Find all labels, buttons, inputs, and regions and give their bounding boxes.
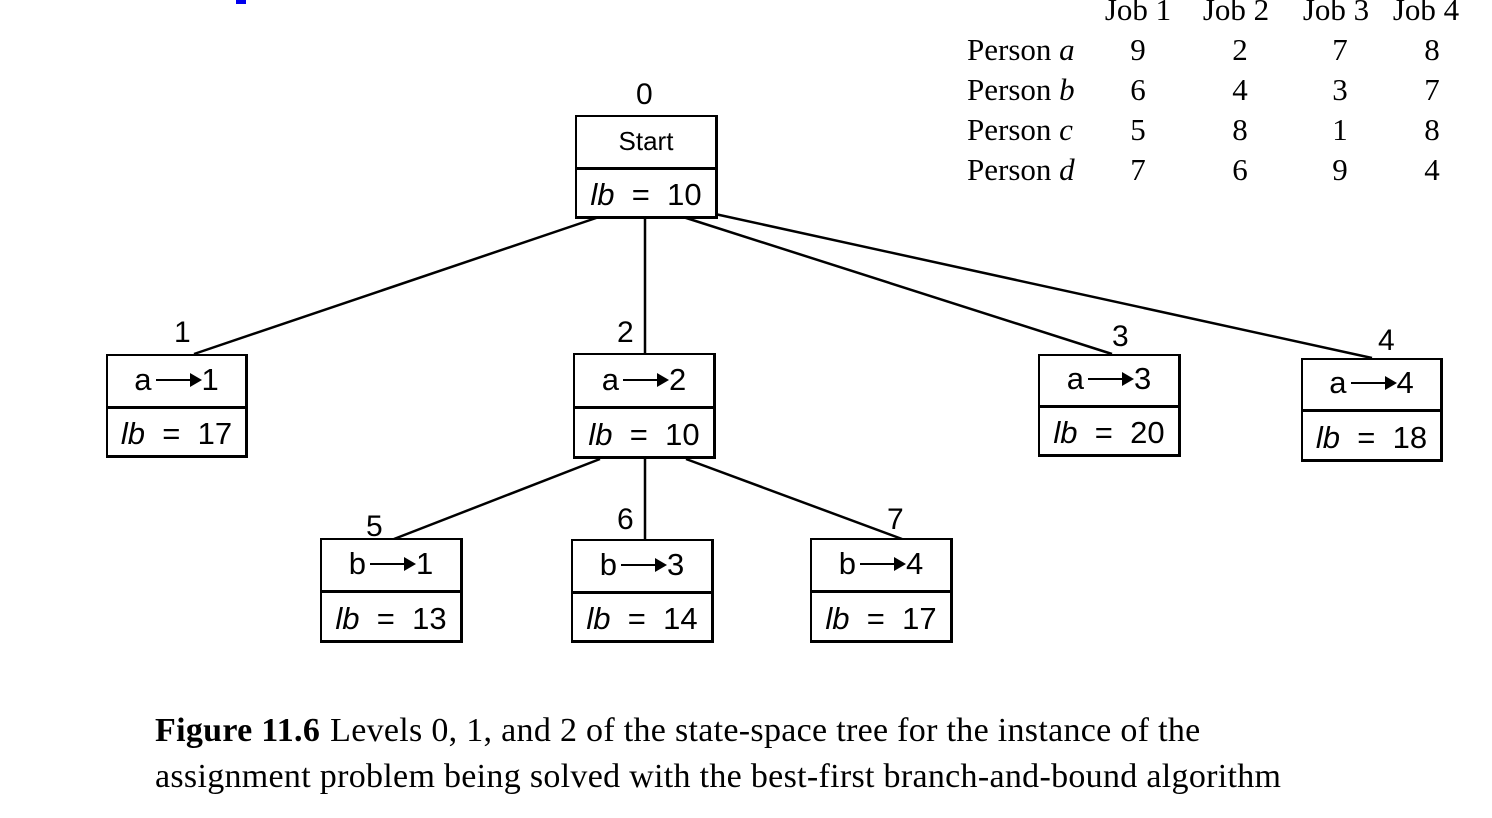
cost-cell: 4 <box>1232 72 1248 107</box>
row-label: Person b <box>967 72 1075 107</box>
node-number: 0 <box>636 78 653 111</box>
node-start-label: Start <box>618 126 674 156</box>
node-lower-bound: lb = 10 <box>577 167 715 221</box>
lb-label: lb <box>590 177 615 212</box>
matrix-row: Person a 9 2 7 8 <box>960 30 1480 70</box>
lb-label: lb <box>586 601 611 636</box>
node-lower-bound: lb = 17 <box>108 406 245 460</box>
matrix-row: Person b 6 4 3 7 <box>960 70 1480 110</box>
lb-value: 14 <box>663 601 698 636</box>
edge-0-1 <box>193 214 603 356</box>
row-label: Person d <box>967 152 1075 187</box>
cost-cell: 6 <box>1130 72 1146 107</box>
row-label: Person c <box>967 112 1073 147</box>
arrow-icon <box>1088 371 1134 386</box>
lb-label: lb <box>335 601 360 636</box>
matrix-header-row: Job 1 Job 2 Job 3 Job 4 <box>960 0 1480 30</box>
cost-cell: 7 <box>1332 32 1348 67</box>
caption-line-2: assignment problem being solved with the… <box>155 758 1282 795</box>
node-number: 3 <box>1112 320 1129 353</box>
arrow-icon <box>860 556 906 571</box>
cost-matrix: Job 1 Job 2 Job 3 Job 4 Person a 9 2 7 8… <box>960 0 1480 190</box>
lb-value: 17 <box>197 416 233 451</box>
lb-label: lb <box>120 416 146 451</box>
cost-cell: 6 <box>1232 152 1248 187</box>
column-header: Job 3 <box>1302 0 1370 27</box>
node-lower-bound: lb = 14 <box>573 591 711 645</box>
lb-label: lb <box>588 417 613 452</box>
matrix-row: Person c 5 8 1 8 <box>960 110 1480 150</box>
edge-0-3 <box>679 214 1113 356</box>
node-number: 4 <box>1378 324 1395 357</box>
cost-cell: 3 <box>1332 72 1348 107</box>
node-lower-bound: lb = 20 <box>1040 405 1178 459</box>
column-header: Job 2 <box>1202 0 1270 27</box>
node-number: 1 <box>174 316 191 349</box>
lb-value: 18 <box>1392 420 1428 455</box>
cost-cell: 5 <box>1130 112 1146 147</box>
lb-label: lb <box>1315 420 1341 455</box>
arrow-icon <box>1350 375 1397 390</box>
lb-value: 10 <box>667 177 702 212</box>
cost-cell: 8 <box>1424 32 1440 67</box>
cost-cell: 7 <box>1424 72 1440 107</box>
node-lower-bound: lb = 17 <box>812 590 950 645</box>
lb-value: 10 <box>665 417 700 452</box>
node-number: 2 <box>617 316 634 349</box>
arrow-icon <box>155 372 202 387</box>
cost-cell: 9 <box>1332 152 1348 187</box>
cost-cell: 2 <box>1232 32 1248 67</box>
cost-cell: 9 <box>1130 32 1146 67</box>
node-number: 6 <box>617 503 634 536</box>
cost-cell: 1 <box>1332 112 1348 147</box>
lb-label: lb <box>1053 415 1078 450</box>
arrow-icon <box>370 556 416 571</box>
column-header: Job 1 <box>1104 0 1172 27</box>
cost-cell: 4 <box>1424 152 1440 187</box>
arrow-icon <box>621 557 667 572</box>
lb-label: lb <box>825 601 850 636</box>
edge-2-5 <box>393 457 601 541</box>
node-lower-bound: lb = 13 <box>322 590 460 645</box>
lb-value: 17 <box>902 601 937 636</box>
column-header: Job 4 <box>1392 0 1460 27</box>
row-label: Person a <box>967 32 1075 67</box>
edge-2-7 <box>685 457 903 541</box>
corner-mark <box>236 0 246 4</box>
node-number: 5 <box>366 510 383 543</box>
matrix-row: Person d 7 6 9 4 <box>960 150 1480 190</box>
node-box: Start lb = 10 <box>575 115 718 219</box>
cost-cell: 7 <box>1130 152 1146 187</box>
node-lower-bound: lb = 18 <box>1303 409 1440 464</box>
arrow-icon <box>623 372 669 387</box>
lb-value: 13 <box>412 601 447 636</box>
node-lower-bound: lb = 10 <box>575 406 713 461</box>
figure-label: Figure 11.6 <box>155 712 321 749</box>
edge-0-4 <box>714 212 1373 360</box>
cost-cell: 8 <box>1232 112 1248 147</box>
cost-cell: 8 <box>1424 112 1440 147</box>
lb-value: 20 <box>1130 415 1165 450</box>
node-number: 7 <box>887 503 904 536</box>
